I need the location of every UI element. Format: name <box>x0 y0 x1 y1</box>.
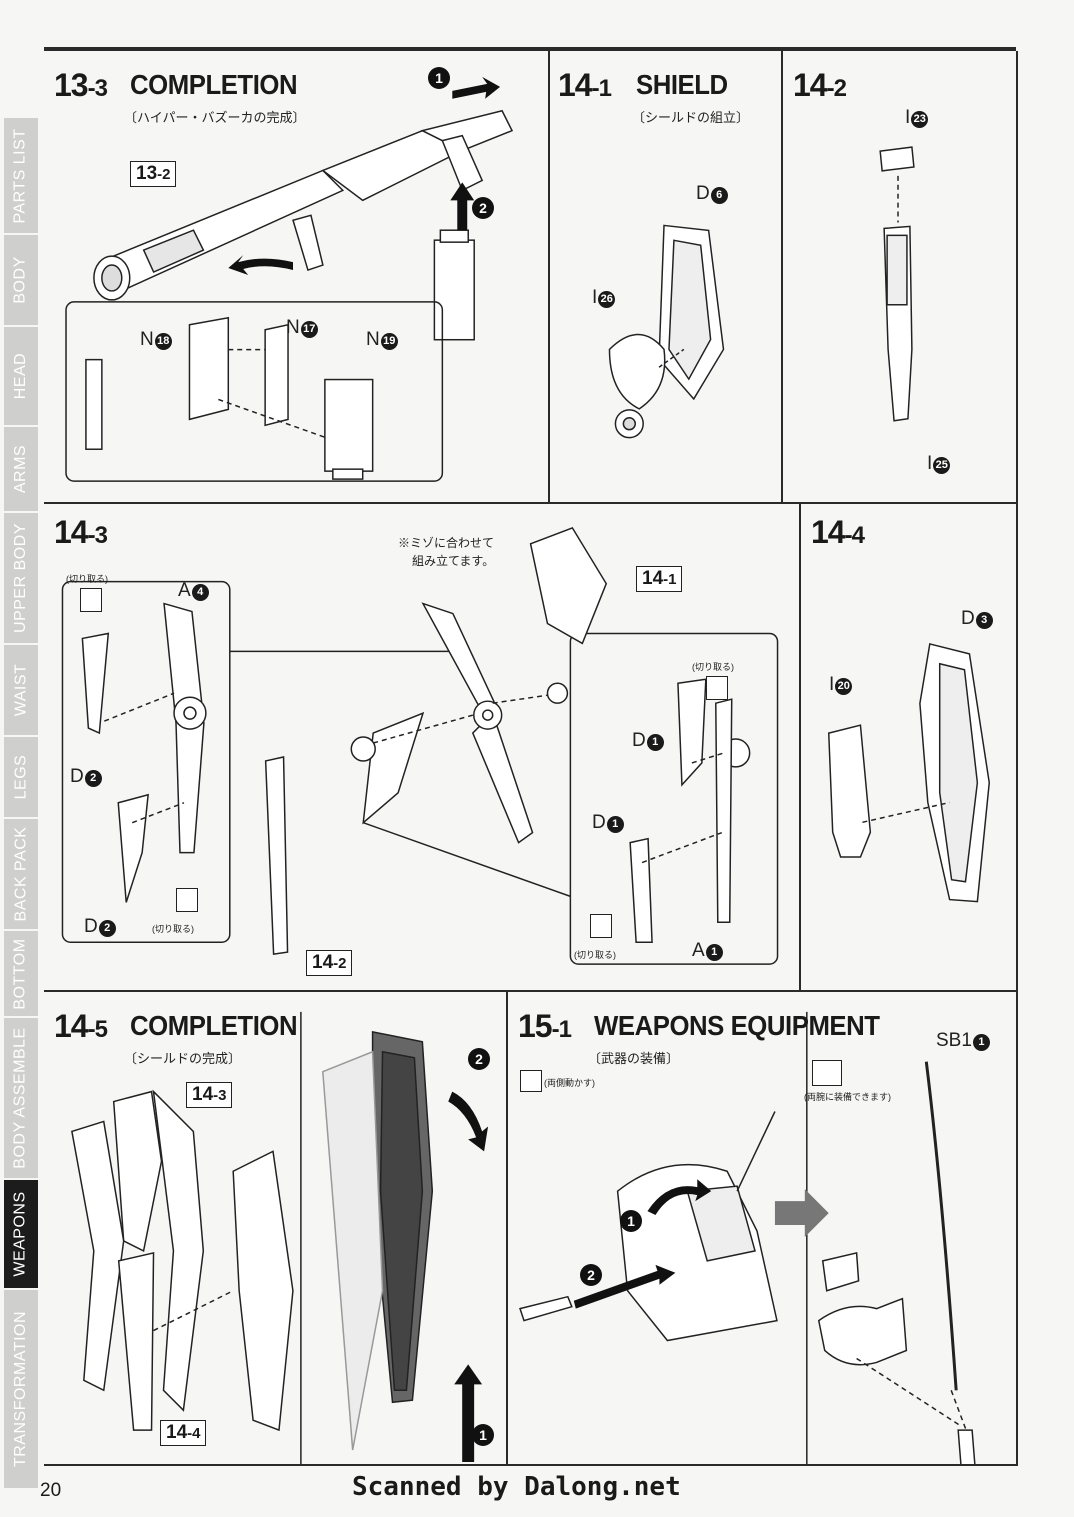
cut-note: (切り取る) <box>152 924 194 934</box>
tab-back-pack[interactable]: BACK PACK <box>4 819 38 931</box>
section-subtitle: 〔シールドの完成〕 <box>124 1051 242 1066</box>
section-title: COMPLETION <box>130 1010 298 1041</box>
assembly-note-line-2: 組み立てます。 <box>412 554 495 568</box>
cut-note: (切り取る) <box>692 662 734 672</box>
section-number: 15-1 <box>518 1008 572 1044</box>
shield-cover-illustration <box>827 643 990 903</box>
move-both-icon <box>520 1070 542 1092</box>
tab-parts-list[interactable]: PARTS LIST <box>4 118 38 235</box>
tab-weapons[interactable]: WEAPONS <box>4 1180 38 1290</box>
weapon-equip-illustration <box>519 1011 976 1464</box>
step-2-marker: 2 <box>472 197 494 219</box>
cut-note: (切り取る) <box>66 574 108 584</box>
bazooka-illustration <box>65 76 514 482</box>
section-sidebar: PARTS LIST BODY HEAD ARMS UPPER BODY WAI… <box>4 118 38 1490</box>
panel-15-1: 15-1 WEAPONS EQUIPMENT 〔武器の装備〕 (両側動かす) (… <box>508 992 1018 1466</box>
panel-13-3: 13-3 COMPLETION 〔ハイパー・バズーカの完成〕 13-2 1 2 … <box>44 51 550 504</box>
tab-body-assemble[interactable]: BODY ASSEMBLE <box>4 1018 38 1180</box>
ref-14-2: 14-2 <box>306 950 353 976</box>
panel-14-3: 14-3 ※ミゾに合わせて 組み立てます。 (切り取る) (切り取る) (切り取… <box>44 504 801 992</box>
step-1-marker: 1 <box>428 67 450 89</box>
section-number: 14-5 <box>54 1008 108 1044</box>
section-title: COMPLETION <box>130 69 298 100</box>
both-arms-icon <box>812 1060 842 1086</box>
panel-14-5: 14-5 COMPLETION 〔シールドの完成〕 14-3 14-4 2 1 <box>44 992 508 1466</box>
page-number: 20 <box>40 1480 62 1501</box>
section-subtitle: 〔武器の装備〕 <box>588 1051 680 1066</box>
step-1-marker: 1 <box>472 1424 494 1446</box>
section-number: 14-1 <box>558 67 612 103</box>
nipper-icon <box>176 888 198 912</box>
tab-transformation[interactable]: TRANSFORMATION <box>4 1290 38 1490</box>
step-1-marker: 1 <box>620 1210 642 1232</box>
equip-note: (両腕に装備できます) <box>804 1092 891 1102</box>
shield-assembly-illustration <box>71 1011 489 1464</box>
section-number: 14-2 <box>793 67 847 103</box>
cut-note: (切り取る) <box>574 950 616 960</box>
nipper-icon <box>590 914 612 938</box>
top-rule <box>44 47 1016 51</box>
tab-body[interactable]: BODY <box>4 235 38 327</box>
section-subtitle: 〔シールドの組立〕 <box>632 110 750 125</box>
tab-arms[interactable]: ARMS <box>4 427 38 513</box>
nipper-icon <box>80 588 102 612</box>
section-title: WEAPONS EQUIPMENT <box>594 1010 880 1041</box>
tab-bottom[interactable]: BOTTOM <box>4 931 38 1018</box>
ref-13-2: 13-2 <box>130 161 177 187</box>
nipper-icon <box>706 676 728 700</box>
tab-legs[interactable]: LEGS <box>4 737 38 819</box>
section-number: 14-4 <box>811 514 865 550</box>
step-2-marker: 2 <box>580 1264 602 1286</box>
ref-14-4: 14-4 <box>160 1420 207 1446</box>
section-subtitle: 〔ハイパー・バズーカの完成〕 <box>124 110 306 125</box>
shield-wing-illustration <box>61 526 779 965</box>
scan-credit: Scanned by Dalong.net <box>352 1472 681 1502</box>
section-number: 14-3 <box>54 514 108 550</box>
tab-head[interactable]: HEAD <box>4 327 38 427</box>
section-title: SHIELD <box>636 69 728 100</box>
shield-arm-illustration <box>879 146 915 422</box>
shield-core-illustration <box>608 224 725 439</box>
tab-waist[interactable]: WAIST <box>4 645 38 737</box>
tab-upper-body[interactable]: UPPER BODY <box>4 513 38 645</box>
ref-14-1: 14-1 <box>636 566 683 592</box>
move-note: (両側動かす) <box>544 1078 595 1088</box>
step-2-marker: 2 <box>468 1048 490 1070</box>
section-number: 13-3 <box>54 67 108 103</box>
assembly-note-line-1: ※ミゾに合わせて <box>398 536 495 550</box>
ref-14-3: 14-3 <box>186 1082 233 1108</box>
